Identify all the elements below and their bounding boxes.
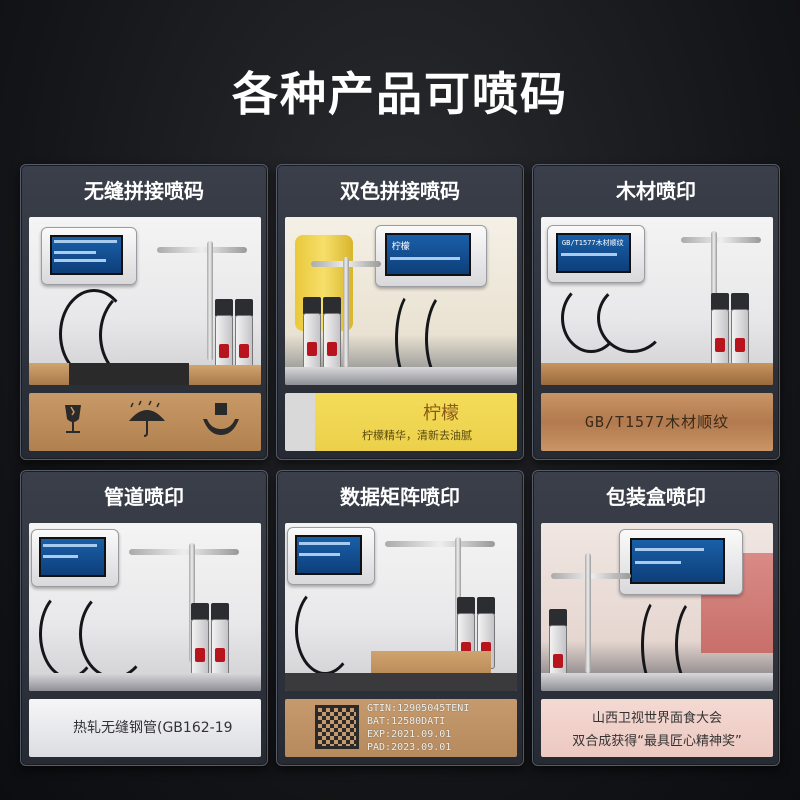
sample-title: 柠檬 — [423, 403, 459, 424]
printer-display: GB/T1577木材顺纹 — [547, 225, 645, 283]
card-two-color-splicing[interactable]: 双色拼接喷码 柠檬 柠檬 柠檬精华，清新去油腻 — [276, 164, 524, 460]
umbrella-rain-icon — [123, 399, 171, 445]
card-pipe-printing[interactable]: 管道喷印 热轧无缝钢管(GB162-19 — [20, 470, 268, 766]
card-title: 数据矩阵喷印 — [340, 485, 460, 509]
sample-line: EXP:2021.09.01 — [367, 729, 452, 740]
printer-photo — [541, 523, 773, 691]
card-title: 木材喷印 — [616, 179, 696, 203]
print-sample: GTIN:12905045TENI BAT:12580DATI EXP:2021… — [285, 699, 517, 757]
printer-display — [619, 529, 743, 595]
print-sample: GB/T1577木材顺纹 — [541, 393, 773, 451]
print-head — [711, 309, 729, 365]
print-head — [731, 309, 749, 365]
print-sample: 山西卫视世界面食大会 双合成获得“最具匠心精神奖” — [541, 699, 773, 757]
hands-care-icon — [197, 399, 245, 445]
sample-line: GTIN:12905045TENI — [367, 703, 470, 714]
print-head — [549, 625, 567, 681]
card-title: 管道喷印 — [104, 485, 184, 509]
print-sample — [29, 393, 261, 451]
page-title: 各种产品可喷码 — [232, 67, 568, 121]
card-seamless-splicing[interactable]: 无缝拼接喷码 — [20, 164, 268, 460]
card-data-matrix-printing[interactable]: 数据矩阵喷印 GTIN:12905045TENI BAT:12580DATI E… — [276, 470, 524, 766]
print-head — [303, 313, 321, 369]
printer-photo: GB/T1577木材顺纹 — [541, 217, 773, 385]
print-head — [211, 619, 229, 675]
printer-display — [287, 527, 375, 585]
sample-code: GB/T1577木材顺纹 — [584, 413, 730, 431]
card-wood-printing[interactable]: 木材喷印 GB/T1577木材顺纹 GB/T1577木材顺纹 — [532, 164, 780, 460]
sample-subtitle: 柠檬精华，清新去油腻 — [362, 429, 472, 442]
card-title: 包装盒喷印 — [606, 485, 706, 509]
print-head — [215, 315, 233, 371]
sample-line: BAT:12580DATI — [367, 716, 446, 727]
sample-line: 双合成获得“最具匠心精神奖” — [572, 734, 742, 749]
printer-display: 柠檬 — [375, 225, 487, 287]
fragile-glass-icon — [49, 399, 97, 445]
sample-line: 山西卫视世界面食大会 — [591, 711, 722, 726]
printer-photo — [29, 523, 261, 691]
print-sample: 柠檬 柠檬精华，清新去油腻 — [285, 393, 517, 451]
print-head — [235, 315, 253, 371]
printer-photo: 柠檬 — [285, 217, 517, 385]
card-packaging-box-printing[interactable]: 包装盒喷印 山西卫视世界面食大会 双合成获得“最具匠心精神奖” — [532, 470, 780, 766]
printer-photo — [285, 523, 517, 691]
printer-display — [41, 227, 137, 285]
card-title: 无缝拼接喷码 — [84, 179, 204, 203]
print-sample: 热轧无缝钢管(GB162-19 — [29, 699, 261, 757]
printer-display — [31, 529, 119, 587]
screen-text: GB/T1577木材顺纹 — [561, 239, 624, 248]
sample-line: PAD:2023.09.01 — [367, 742, 452, 753]
printer-photo — [29, 217, 261, 385]
sample-code: 热轧无缝钢管(GB162-19 — [73, 720, 233, 736]
data-matrix-icon — [315, 705, 359, 749]
print-head — [191, 619, 209, 675]
print-head — [323, 313, 341, 369]
card-title: 双色拼接喷码 — [340, 179, 460, 203]
